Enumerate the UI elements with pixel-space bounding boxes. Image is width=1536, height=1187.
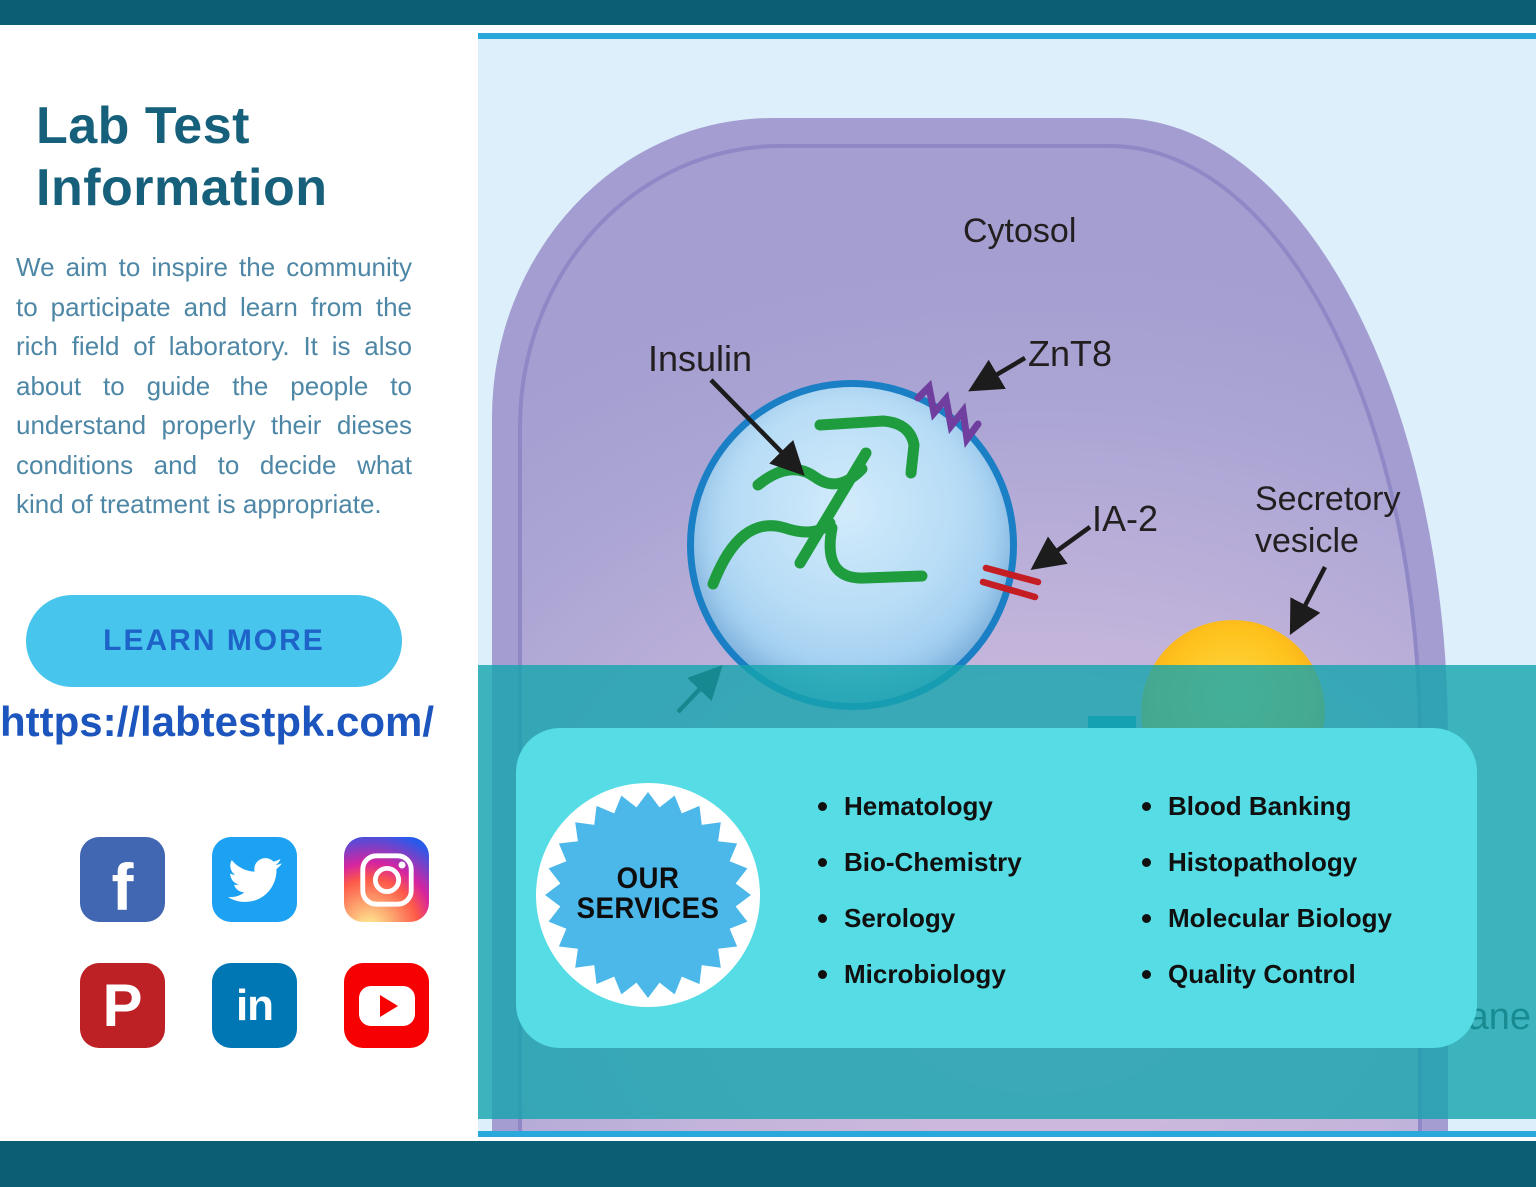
cytosol-label: Cytosol (963, 212, 1077, 250)
service-item: Blood Banking (1142, 790, 1392, 821)
youtube-play-glyph (358, 985, 415, 1026)
bullet-icon (1142, 857, 1151, 867)
bullet-icon (1142, 801, 1151, 811)
pinterest-icon[interactable]: P (80, 963, 165, 1048)
service-label: Blood Banking (1168, 790, 1352, 821)
insulin-arrow (709, 378, 805, 476)
website-link[interactable]: https://labtestpk.com/ (0, 698, 435, 745)
service-label: Histopathology (1168, 846, 1358, 877)
service-label: Serology (844, 902, 956, 933)
linkedin-icon[interactable]: in (212, 963, 297, 1048)
diagram-strokes (676, 356, 1327, 714)
service-item: Microbiology (818, 958, 1022, 989)
secretory-vesicle-arrow (1289, 565, 1327, 635)
service-item: Quality Control (1142, 958, 1392, 989)
service-label: Quality Control (1168, 958, 1356, 989)
facebook-f-glyph: f (111, 849, 134, 924)
ia2-arrow (1030, 525, 1092, 570)
intro-paragraph: We aim to inspire the community to parti… (16, 252, 412, 519)
top-border-bar (0, 0, 1536, 25)
badge-line1: OUR (616, 861, 680, 895)
service-label: Bio-Chemistry (844, 846, 1022, 877)
insulin-label: Insulin (648, 338, 753, 379)
znt8-arrow (968, 356, 1027, 392)
service-item: Serology (818, 902, 1022, 933)
service-label: Molecular Biology (1168, 902, 1392, 933)
service-item: Molecular Biology (1142, 902, 1392, 933)
our-services-badge-text: OUR SERVICES (545, 861, 751, 925)
bullet-icon (818, 969, 827, 979)
service-label: Microbiology (844, 958, 1006, 989)
znt8-zigzag (914, 379, 982, 448)
service-item: Hematology (818, 790, 1022, 821)
learn-more-button[interactable]: LEARN MORE (26, 595, 402, 687)
page-title-line1: Lab Test (36, 96, 250, 155)
social-icons-grid: f P in (80, 837, 429, 1048)
service-label: Hematology (844, 790, 993, 821)
pinterest-p-glyph: P (102, 972, 143, 1039)
bullet-icon (818, 801, 827, 811)
secretory-vesicle-label: Secretory vesicle (1255, 480, 1401, 560)
service-item: Histopathology (1142, 846, 1392, 877)
service-item: Bio-Chemistry (818, 846, 1022, 877)
linkedin-in-glyph: in (235, 980, 274, 1030)
instagram-camera-glyph (359, 852, 414, 907)
proinsulin-squiggles (707, 415, 928, 590)
bullet-icon (1142, 969, 1151, 979)
bullet-icon (1142, 913, 1151, 923)
our-services-badge: OUR SERVICES (536, 783, 760, 1007)
bottom-border-bar (0, 1141, 1536, 1187)
badge-line2: SERVICES (576, 891, 720, 925)
cell-diagram-panel: Cytosol Insulin ZnT8 IA-2 Secretory vesi… (478, 33, 1536, 1137)
znt8-label: ZnT8 (1028, 333, 1113, 374)
label-arrows (676, 356, 1327, 714)
youtube-icon[interactable] (344, 963, 429, 1048)
instagram-icon[interactable] (344, 837, 429, 922)
ia2-lines (979, 564, 1042, 601)
twitter-bird-glyph (227, 857, 282, 902)
bullet-icon (818, 913, 827, 923)
page-title-line2: Information (36, 158, 328, 217)
starburst-icon (545, 792, 751, 998)
ia2-label: IA-2 (1092, 498, 1159, 539)
facebook-icon[interactable]: f (80, 837, 165, 922)
twitter-icon[interactable] (212, 837, 297, 922)
bullet-icon (818, 857, 827, 867)
